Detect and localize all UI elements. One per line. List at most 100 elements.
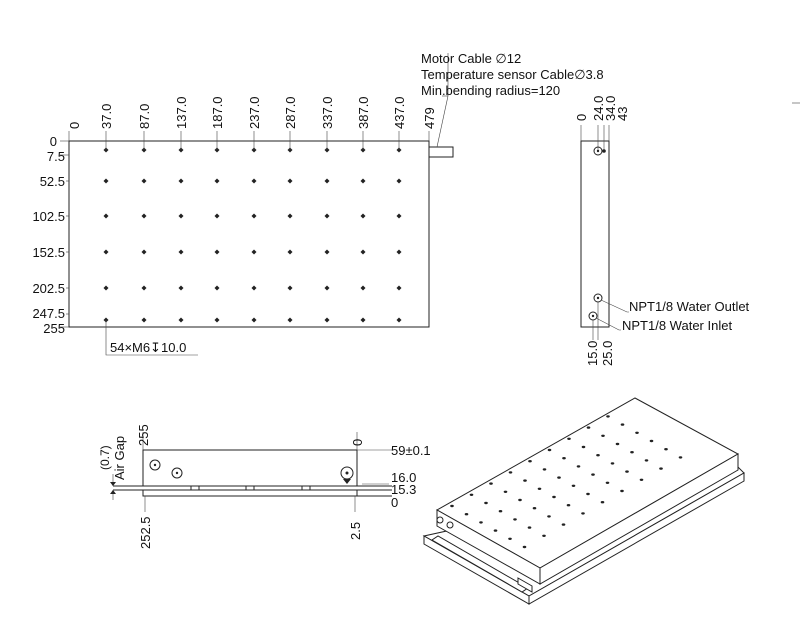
side-top-label-0: 0	[574, 114, 589, 121]
side-top-label-24: 24.0	[591, 96, 606, 121]
iso-mounting-hole	[469, 493, 474, 496]
iso-mounting-hole	[523, 479, 527, 482]
mounting-hole	[360, 178, 366, 184]
iso-mounting-hole	[596, 454, 600, 457]
side-bottom-dimensions: 15.0 25.0	[585, 302, 615, 366]
iso-mounting-hole	[586, 492, 590, 496]
mounting-hole	[214, 213, 220, 219]
iso-mounting-hole	[620, 423, 625, 426]
front-port-left	[149, 459, 161, 471]
x-label-387: 387.0	[356, 96, 371, 129]
iso-base-end	[528, 472, 745, 605]
mounting-hole	[178, 213, 184, 219]
iso-mounting-hole	[606, 415, 610, 418]
hole-callout: 54×M6↧10.0	[105, 320, 198, 356]
mounting-hole	[141, 317, 147, 323]
iso-mounting-hole	[508, 537, 512, 540]
iso-mounting-hole	[566, 504, 571, 507]
front-bottom-label-2-5: 2.5	[348, 522, 363, 540]
iso-mounting-hole	[489, 482, 493, 485]
mounting-hole	[251, 317, 257, 323]
side-bottom-label-25: 25.0	[600, 341, 615, 366]
mounting-hole	[324, 213, 330, 219]
mounting-hole	[103, 178, 109, 184]
y-label-7-5: 7.5	[47, 149, 65, 164]
iso-block-right	[539, 453, 739, 585]
mounting-hole	[214, 249, 220, 255]
iso-mounting-hole	[493, 529, 498, 532]
front-port-middle	[171, 467, 183, 479]
top-view: 0 37.0 87.0 137.0 187.0 237.0 287.0 337.…	[32, 51, 604, 356]
iso-mounting-hole	[635, 431, 639, 434]
iso-mounting-hole	[615, 442, 620, 446]
hole-callout-text: 54×M6↧10.0	[110, 340, 186, 355]
mounting-hole	[324, 285, 330, 291]
cable-note-temperature: Temperature sensor Cable∅3.8	[421, 67, 604, 82]
y-label-255: 255	[43, 321, 65, 336]
iso-mounting-hole	[664, 448, 668, 451]
mounting-hole	[103, 249, 109, 255]
iso-mounting-hole	[547, 448, 552, 452]
iso-mounting-hole	[649, 439, 654, 443]
mounting-hole	[251, 285, 257, 291]
mounting-hole	[214, 178, 220, 184]
iso-mounting-hole	[484, 501, 488, 505]
iso-mounting-hole	[567, 437, 571, 440]
mounting-hole	[141, 285, 147, 291]
mounting-hole	[178, 317, 184, 323]
iso-mounting-hole	[581, 445, 586, 449]
water-inlet-label: NPT1/8 Water Inlet	[622, 318, 732, 333]
mounting-hole	[287, 317, 293, 323]
iso-mounting-hole	[581, 512, 585, 515]
iso-mounting-hole	[513, 518, 517, 521]
iso-cable	[517, 577, 533, 593]
x-label-0: 0	[67, 122, 82, 129]
mounting-hole	[360, 213, 366, 219]
y-label-247-5: 247.5	[32, 306, 65, 321]
y-label-0: 0	[50, 134, 57, 149]
iso-mounting-hole	[610, 462, 615, 465]
air-gap-callout: (0.7) Air Gap	[98, 436, 127, 500]
mounting-hole	[396, 178, 402, 184]
iso-mounting-hole	[542, 468, 547, 471]
iso-mounting-hole	[547, 515, 551, 518]
iso-mounting-hole	[601, 434, 605, 437]
y-label-152-5: 152.5	[32, 245, 65, 260]
mounting-hole	[324, 178, 330, 184]
x-label-187: 187.0	[210, 96, 225, 129]
iso-mounting-hole	[630, 451, 634, 454]
isometric-view	[422, 397, 745, 605]
mounting-hole	[360, 317, 366, 323]
right-label-0: 0	[391, 495, 398, 510]
y-label-202-5: 202.5	[32, 281, 65, 296]
side-top-port	[593, 146, 603, 156]
y-label-102-5: 102.5	[32, 209, 65, 224]
iso-mounting-hole	[479, 521, 483, 524]
side-bottom-label-15: 15.0	[585, 341, 600, 366]
cable-notes: Motor Cable ∅12 Temperature sensor Cable…	[421, 51, 604, 98]
iso-mounting-hole	[644, 459, 649, 462]
iso-mounting-hole	[537, 487, 542, 490]
mounting-hole	[287, 285, 293, 291]
mounting-hole	[141, 178, 147, 184]
front-bottom-label-252-5: 252.5	[138, 516, 153, 549]
front-view-base	[142, 489, 358, 497]
iso-mounting-hole	[552, 495, 556, 499]
mounting-hole	[103, 285, 109, 291]
iso-mounting-hole	[591, 473, 595, 476]
side-top-pin	[602, 149, 606, 153]
iso-mounting-hole	[639, 478, 644, 481]
iso-mounting-hole	[450, 504, 454, 508]
iso-mounting-hole	[532, 507, 537, 510]
mounting-hole	[103, 213, 109, 219]
iso-mounting-hole	[528, 460, 532, 463]
front-view: 255 0 59±0.1 16.0 15.3 0 (0.7) Air Gap 2…	[98, 424, 431, 549]
side-view-outline	[580, 140, 610, 328]
mounting-hole	[396, 249, 402, 255]
iso-mounting-hole	[464, 513, 469, 516]
iso-mounting-hole	[586, 426, 591, 429]
water-outlet-label: NPT1/8 Water Outlet	[629, 299, 750, 314]
air-gap-label: Air Gap	[112, 436, 127, 480]
x-label-87: 87.0	[137, 104, 152, 129]
